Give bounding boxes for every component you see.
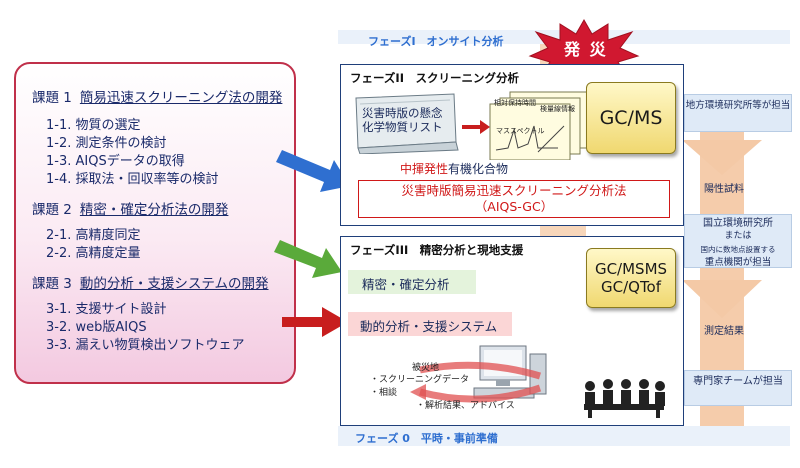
task3-item-3: 3-3. 漏えい物質検出ソフトウェア: [46, 338, 245, 353]
task2-item-2: 2-2. 高精度定量: [46, 246, 141, 261]
gcmsms-label: GC/MSMS: [594, 260, 668, 278]
expert-team-icon: [584, 379, 665, 418]
task1-item-3: 1-3. AIQSデータの取得: [46, 154, 185, 169]
support-item-screening: ・スクリーニングデータ: [370, 375, 470, 385]
task3-item-1: 3-1. 支援サイト設計: [46, 302, 167, 317]
gcms-box: GC/MS: [586, 82, 676, 154]
task1-name: 簡易迅速スクリーニング法の開発: [79, 90, 283, 106]
dynamic-support-box: 動的分析・支援システム: [348, 312, 512, 336]
sheet-label-calib: 検量線情報: [540, 105, 575, 113]
national-lab-line4: 重点機関が担当: [704, 257, 772, 268]
gcqtof-label: GC/QTof: [600, 278, 662, 296]
phase3-label: フェーズIII 精密分析と現地支援: [350, 243, 524, 257]
task3-name: 動的分析・支援システムの開発: [79, 276, 269, 292]
task3-item-2: 3-2. web版AIQS: [46, 320, 147, 335]
blue-arrow: [276, 150, 350, 192]
aiqs-method-box: 災害時版簡易迅速スクリーニング分析法 （AIQS-GC）: [358, 180, 670, 218]
expert-team-box: 専門家チームが担当: [684, 370, 792, 406]
green-arrow: [274, 240, 342, 278]
support-item-consult: ・相談: [370, 388, 398, 398]
aiqs-method-line1: 災害時版簡易迅速スクリーニング分析法: [401, 183, 627, 198]
phase2-label: フェーズII スクリーニング分析: [350, 71, 519, 85]
national-lab-box: 国立環境研究所 または 国内に数地点設置する 重点機関が担当: [684, 214, 792, 268]
task2-title: 課題 2 精密・確定分析法の開発: [32, 198, 228, 218]
book-to-data-arrow: [462, 120, 490, 134]
task3-number: 課題 3: [32, 276, 72, 292]
task2-name: 精密・確定分析法の開発: [79, 202, 229, 218]
red-arrow: [282, 307, 348, 337]
task1-item-2: 1-2. 測定条件の検討: [46, 136, 167, 151]
task1-title: 課題 1 簡易迅速スクリーニング法の開発: [32, 86, 282, 106]
dynamic-support-label: 動的分析・支援システム: [360, 319, 498, 334]
voc-label: 中揮発性有機化合物: [400, 160, 508, 177]
national-lab-line3: 国内に数地点設置する: [700, 245, 776, 254]
support-disaster-area: 被災地: [412, 363, 440, 373]
support-item-analysis: ・解析結果、アドバイス: [416, 401, 515, 411]
precise-analysis-box: 精密・確定分析: [348, 270, 476, 294]
task2-item-1: 2-1. 高精度同定: [46, 228, 141, 243]
national-lab-line2: または: [724, 231, 752, 241]
task1-item-1: 1-1. 物質の選定: [46, 118, 141, 133]
phase0-label: フェーズ 0 平時・事前準備: [355, 432, 498, 445]
book-icon: [355, 93, 459, 154]
sheet-label-ms: マススペクトル: [496, 127, 545, 135]
national-lab-line1: 国立環境研究所: [703, 218, 773, 229]
phase1-label: フェーズI オンサイト分析: [368, 35, 504, 48]
gcmsms-box: GC/MSMS GC/QTof: [586, 248, 676, 308]
positive-sample-label: 陽性試料: [704, 184, 744, 195]
gcms-label: GC/MS: [599, 107, 663, 129]
precise-analysis-label: 精密・確定分析: [362, 277, 450, 292]
task-panel: 課題 1 簡易迅速スクリーニング法の開発 1-1. 物質の選定 1-2. 測定条件…: [14, 62, 296, 384]
task3-title: 課題 3 動的分析・支援システムの開発: [32, 272, 269, 292]
sheet-label-rrt: 相対保持時間: [494, 99, 536, 107]
local-lab-label: 地方環境研究所等が担当: [685, 100, 791, 111]
aiqs-method-line2: （AIQS-GC）: [474, 199, 554, 214]
expert-team-label: 専門家チームが担当: [693, 376, 783, 387]
task2-number: 課題 2: [32, 202, 72, 218]
data-sheets-icon: [489, 91, 591, 160]
task1-number: 課題 1: [32, 90, 72, 106]
result-label: 測定結果: [704, 326, 744, 337]
local-lab-box: 地方環境研究所等が担当: [684, 94, 792, 132]
support-cycle-arrow: [410, 361, 542, 403]
book-text: 災害時版の懸念化学物質リスト: [362, 106, 443, 134]
task1-item-4: 1-4. 採取法・回収率等の検討: [46, 172, 219, 187]
voc-rest: 有機化合物: [448, 162, 509, 176]
disaster-label: 発 災: [564, 40, 608, 59]
voc-highlight: 中揮発性: [400, 162, 449, 176]
